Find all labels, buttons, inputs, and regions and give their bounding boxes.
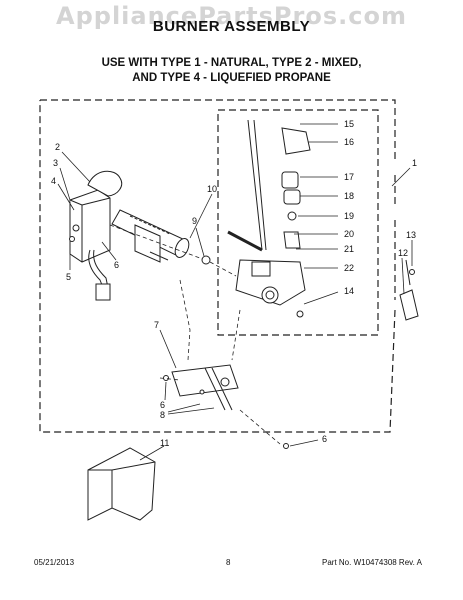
valve-coils (281, 127, 311, 318)
subtitle-line-1: USE WITH TYPE 1 - NATURAL, TYPE 2 - MIXE… (101, 57, 362, 69)
callout-17: 17 (344, 172, 354, 182)
callout-3: 3 (53, 158, 58, 168)
watermark: AppliancePartsPros.com (56, 2, 407, 30)
connection-lines (109, 224, 281, 445)
screw-right (283, 443, 289, 449)
igniter-wire-harness (88, 249, 111, 301)
callout-6-upper: 6 (114, 260, 119, 270)
callout-6-lower: 6 (322, 434, 327, 444)
outer-assembly-boundary (39, 99, 396, 433)
screw-lower (163, 375, 169, 381)
mounting-bracket (87, 447, 156, 521)
callout-1: 1 (412, 158, 417, 168)
footer-page-number: 8 (226, 558, 231, 567)
callout-15: 15 (344, 119, 354, 129)
callout-13: 13 (406, 230, 416, 240)
callout-21: 21 (344, 244, 354, 254)
callout-12: 12 (398, 248, 408, 258)
callout-2: 2 (55, 142, 60, 152)
subtitle-line-2: AND TYPE 4 - LIQUEFIED PROPANE (132, 72, 331, 84)
callout-10: 10 (207, 184, 217, 194)
igniter (87, 170, 123, 197)
callout-16: 16 (344, 137, 354, 147)
callout-leaders (57, 123, 413, 461)
tube-support-bracket (134, 224, 169, 263)
callout-22: 22 (344, 263, 354, 273)
footer-date: 05/21/2013 (34, 558, 75, 567)
callout-14: 14 (344, 286, 354, 296)
gas-valve-body (227, 119, 306, 306)
callout-6-mid: 6 (160, 400, 165, 410)
sensor-bracket (171, 364, 239, 411)
callout-5: 5 (66, 272, 71, 282)
footer-part-number: Part No. W10474308 Rev. A (322, 558, 422, 567)
callout-4: 4 (51, 176, 56, 186)
inner-burner-boundary (217, 109, 379, 336)
screw-left (69, 236, 75, 242)
callout-7: 7 (154, 320, 159, 330)
callout-8: 8 (160, 410, 165, 420)
callout-11: 11 (160, 438, 169, 448)
callout-20: 20 (344, 229, 354, 239)
callout-9: 9 (192, 216, 197, 226)
page-title: BURNER ASSEMBLY (152, 18, 311, 35)
page-subtitle: USE WITH TYPE 1 - NATURAL, TYPE 2 - MIXE… (0, 56, 463, 86)
orifice (201, 255, 211, 265)
sensor-clip (399, 259, 419, 321)
callout-19: 19 (344, 211, 354, 221)
callout-18: 18 (344, 191, 354, 201)
